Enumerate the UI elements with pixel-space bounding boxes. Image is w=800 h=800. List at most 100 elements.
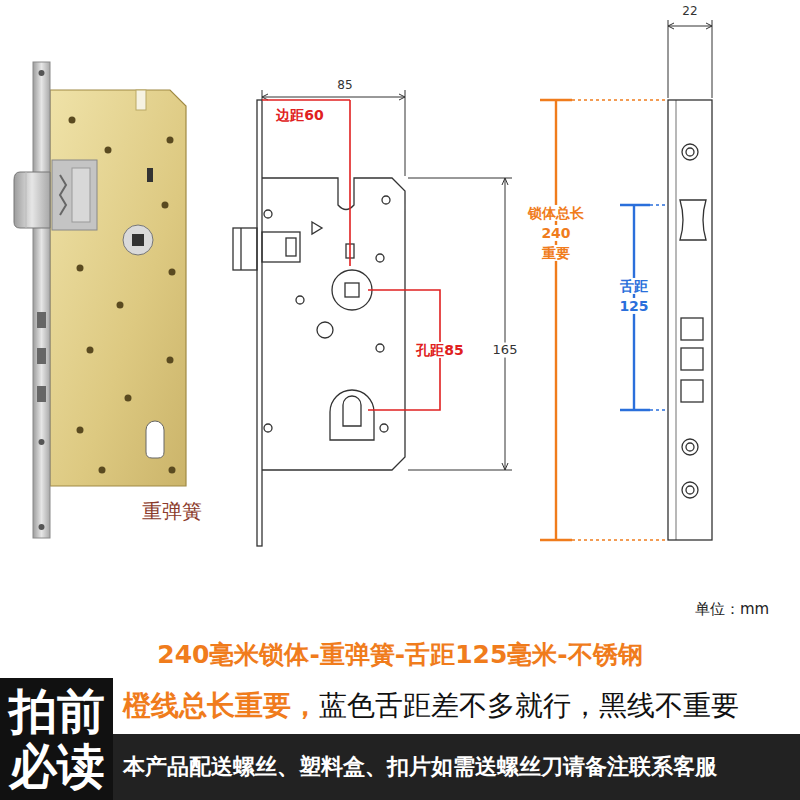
lock-photo-part-part: [169, 467, 176, 474]
faceplate-drawing: [668, 20, 712, 540]
red-dimension-part: [262, 99, 350, 101]
faceplate-drawing-part: [686, 443, 694, 451]
side-view-drawing-part: [317, 322, 333, 338]
lock-photo-part: [132, 234, 144, 246]
faceplate-drawing-part: [668, 100, 712, 540]
unit-note: 单位：mm: [695, 601, 769, 618]
lock-photo-part-part: [99, 467, 106, 474]
lock-photo-part: [26, 172, 27, 228]
length-label: 锁体总长: [526, 205, 586, 221]
red-dimension: [262, 100, 440, 410]
lock-photo-part-part: [87, 347, 94, 354]
lock-photo-part-part: [167, 137, 174, 144]
side-view-drawing-part: [376, 344, 384, 352]
lock-photo-part-part: [125, 395, 132, 402]
notice-text: 本产品配送螺丝、塑料盒、扣片如需送螺丝刀请备注联系客服: [123, 754, 717, 779]
text-holder: 橙线总长重要，蓝色舌距差不多就行，黑线不重要: [123, 690, 739, 722]
faceplate-drawing-part: [680, 200, 706, 240]
side-view-drawing-part: [382, 196, 390, 204]
lock-photo-part: [72, 168, 90, 222]
side-view-drawing-part-part: [262, 97, 405, 98]
notice-text: 橙线总长重要，: [123, 689, 319, 722]
bolt-distance-label: 125: [617, 298, 650, 314]
faceplate-drawing-part: [686, 148, 694, 156]
faceplate-drawing-part: [681, 380, 703, 402]
orange-length-line-part: [540, 100, 572, 540]
lock-photo-part-part: [105, 147, 112, 154]
lock-photo-part: [146, 421, 164, 458]
faceplate-drawing-part: [676, 100, 677, 540]
side-view-drawing-part: [264, 424, 272, 432]
lock-photo-part-part: [169, 269, 176, 276]
notice-text: 拍前 必读: [6, 684, 107, 794]
side-view-drawing-part: [312, 222, 322, 234]
dimension-label: 孔距85: [414, 342, 465, 358]
faceplate-drawing-part: [686, 486, 694, 494]
lock-photo-part: [147, 168, 153, 182]
lock-photo-part-part: [162, 202, 169, 209]
side-view-drawing-part: [296, 296, 304, 304]
dimension-label: 22: [682, 5, 697, 19]
faceplate-drawing-part: [682, 482, 698, 498]
notice-text: 蓝色舌距差不多就行，黑线不重要: [319, 689, 739, 722]
red-dimension-part: [349, 100, 351, 266]
lock-photo: [14, 62, 186, 538]
notice-badge: 拍前 必读: [0, 678, 113, 800]
text-holder: 拍前 必读: [6, 684, 107, 794]
side-view-drawing-part: [233, 228, 257, 270]
side-view-drawing: [233, 90, 512, 546]
faceplate-drawing-part-part: [668, 23, 712, 29]
lock-photo-part: [52, 160, 97, 230]
lock-photo-part: [123, 225, 153, 255]
side-view-drawing-part: [264, 210, 272, 218]
lock-photo-part: [50, 90, 186, 486]
orange-length-line-part: [572, 100, 668, 540]
lock-photo-part-part: [167, 357, 174, 364]
side-view-drawing-part: [330, 390, 374, 440]
side-view-drawing-part: [262, 90, 512, 470]
dimension-label: 165: [491, 343, 520, 358]
side-view-drawing-part: [286, 238, 296, 256]
lock-photo-part: [37, 348, 46, 364]
side-view-drawing-part: [345, 283, 359, 297]
lock-photo-part: [37, 312, 46, 328]
side-view-drawing-part: [343, 396, 361, 426]
faceplate-drawing-part-part: [668, 26, 712, 27]
lock-photo-part: [37, 386, 46, 402]
lock-photo-part-part: [77, 427, 84, 434]
notice-line: 橙线总长重要，蓝色舌距差不多就行，黑线不重要: [113, 678, 800, 734]
side-view-drawing-part: [332, 270, 372, 310]
lock-photo-part: [136, 90, 146, 110]
lock-photo-part: [60, 175, 66, 215]
orange-length-line-part: [555, 100, 557, 540]
lock-photo-part: [14, 172, 50, 228]
lock-photo-part: [39, 439, 45, 445]
side-view-drawing-part: [257, 100, 262, 546]
service-note: 本产品配送螺丝、塑料盒、扣片如需送螺丝刀请备注联系客服: [113, 734, 800, 800]
dimension-label: 边距60: [276, 107, 323, 123]
length-label: 240: [539, 225, 572, 241]
side-view-drawing-part-part: [262, 94, 405, 100]
side-view-drawing-part-part: [262, 90, 405, 176]
side-view-drawing-part: [262, 178, 405, 470]
faceplate-drawing-part: [681, 348, 703, 370]
side-view-drawing-part: [380, 424, 388, 432]
lock-photo-part: [33, 62, 50, 538]
side-view-drawing-part-part: [502, 178, 508, 470]
blue-bolt-line-part: [650, 205, 668, 410]
spring-note: 重弹簧: [142, 500, 202, 523]
text-holder: 本产品配送螺丝、塑料盒、扣片如需送螺丝刀请备注联系客服: [123, 754, 717, 779]
dimension-label: 85: [337, 79, 352, 93]
lock-photo-part: [69, 117, 176, 474]
lock-photo-part-part: [69, 117, 76, 124]
bolt-distance-label: 舌距: [618, 278, 650, 294]
lock-photo-part-part: [77, 265, 84, 272]
orange-length-line: [540, 100, 668, 540]
faceplate-drawing-part: [682, 439, 698, 455]
product-title: 240毫米锁体-重弹簧-舌距125毫米-不锈钢: [157, 641, 643, 670]
length-label: 重要: [540, 245, 572, 261]
side-view-drawing-part: [262, 232, 300, 262]
lock-photo-part: [39, 524, 45, 530]
side-view-drawing-part: [240, 228, 241, 270]
